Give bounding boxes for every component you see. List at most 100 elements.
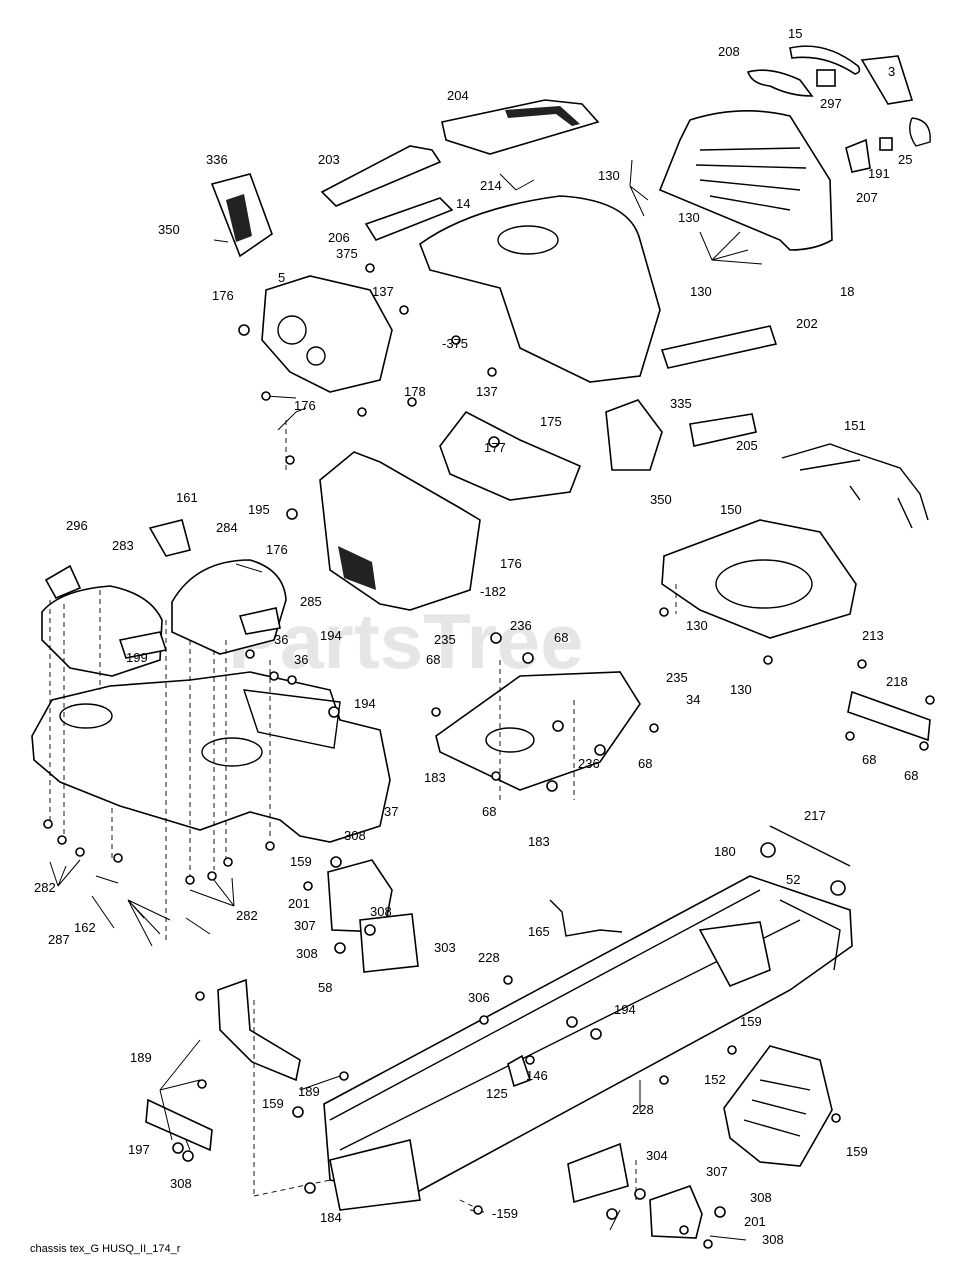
callout-label: 150	[720, 502, 742, 517]
part-frame-151	[781, 443, 929, 529]
callout-label: 203	[318, 152, 340, 167]
callout-label: 176	[212, 288, 234, 303]
part-plate-34-hole	[485, 727, 535, 753]
callout-label: 308	[296, 946, 318, 961]
callout-label: 308	[344, 828, 366, 843]
part-dash-14	[419, 195, 661, 383]
callout-label: 236	[510, 618, 532, 633]
part-plate	[860, 55, 914, 105]
callout-label: 282	[34, 880, 56, 895]
callout-label: 162	[74, 920, 96, 935]
callout-label: 218	[886, 674, 908, 689]
part-seat-pan-ribs	[743, 1079, 811, 1137]
callout-label: 197	[128, 1142, 150, 1157]
callout-label: 208	[718, 44, 740, 59]
callout-label: 375	[336, 246, 358, 261]
callout-label: 308	[762, 1232, 784, 1247]
callout-label: 68	[554, 630, 568, 645]
callout-label: 195	[248, 502, 270, 517]
callout-label: 335	[670, 396, 692, 411]
callout-label: 236	[578, 756, 600, 771]
callout-label: 283	[112, 538, 134, 553]
callout-label: 284	[216, 520, 238, 535]
part-fender-284	[171, 559, 287, 655]
callout-label: 282	[236, 908, 258, 923]
callout-label: 3	[888, 64, 895, 79]
callout-label: 350	[158, 222, 180, 237]
part-bracket-303	[359, 913, 419, 973]
callout-label: 308	[370, 904, 392, 919]
callout-label: 303	[434, 940, 456, 955]
callout-label: 52	[786, 872, 800, 887]
callout-label: 194	[354, 696, 376, 711]
part-bracket-304	[567, 1142, 629, 1204]
part-console-5	[261, 275, 393, 393]
callout-label: 130	[690, 284, 712, 299]
callout-label: 297	[820, 96, 842, 111]
hardware-markers	[43, 263, 935, 1249]
callout-label: 177	[484, 440, 506, 455]
part-seat-pan-152	[723, 1045, 833, 1167]
callout-label: 194	[614, 1002, 636, 1017]
callout-label: 205	[736, 438, 758, 453]
part-plate-34	[435, 671, 641, 791]
part-trim-strip	[789, 45, 861, 75]
callout-label: 18	[840, 284, 854, 299]
callout-label: 14	[456, 196, 470, 211]
callout-label: 235	[434, 632, 456, 647]
callout-label: 175	[540, 414, 562, 429]
callout-label: 206	[328, 230, 350, 245]
callout-label: 183	[528, 834, 550, 849]
part-184	[329, 1139, 421, 1211]
callout-label: 191	[868, 166, 890, 181]
callout-label: 307	[706, 1164, 728, 1179]
callout-label: 183	[424, 770, 446, 785]
callout-label: 296	[66, 518, 88, 533]
callout-label: 68	[862, 752, 876, 767]
part-fender-37-hole-left	[59, 703, 113, 729]
leader-lines	[49, 159, 763, 1241]
callout-label: 25	[898, 152, 912, 167]
part-fender-37-hole-right	[201, 737, 263, 767]
callout-label: 350	[650, 492, 672, 507]
part-rod-217	[769, 825, 851, 867]
part-fender-37-seat	[242, 689, 341, 749]
callout-label: 199	[126, 650, 148, 665]
part-rod-165	[549, 899, 623, 937]
callout-label: 137	[476, 384, 498, 399]
callout-label: 308	[170, 1176, 192, 1191]
callout-label: 180	[714, 844, 736, 859]
part-52-washer	[760, 842, 776, 858]
callout-label: 68	[904, 768, 918, 783]
callout-label: 201	[744, 1214, 766, 1229]
part-296	[44, 564, 82, 600]
part-bracket-207	[845, 138, 871, 173]
callout-label: 213	[862, 628, 884, 643]
callout-label: 5	[278, 270, 285, 285]
part-panel-203	[320, 145, 442, 207]
callout-label: 161	[176, 490, 198, 505]
part-frame-block	[698, 921, 771, 988]
part-bracket-197	[145, 1098, 213, 1152]
part-335	[605, 399, 663, 471]
callout-label: 36	[274, 632, 288, 647]
part-cable	[909, 117, 931, 147]
callout-label: 58	[318, 980, 332, 995]
callout-label: 152	[704, 1072, 726, 1087]
part-plate-150-opening	[715, 559, 813, 609]
part-grille-202	[660, 325, 778, 369]
callout-label: 15	[788, 26, 802, 41]
callout-label: 202	[796, 316, 818, 331]
callout-label: 176	[266, 542, 288, 557]
part-hood-front	[658, 110, 833, 251]
callout-label: 214	[480, 178, 502, 193]
callout-label: 36	[294, 652, 308, 667]
callout-label: 37	[384, 804, 398, 819]
part-hood-grille-lines	[695, 147, 807, 211]
part-illustrations	[31, 45, 931, 1239]
part-125	[507, 1054, 532, 1088]
callout-label: 287	[48, 932, 70, 947]
